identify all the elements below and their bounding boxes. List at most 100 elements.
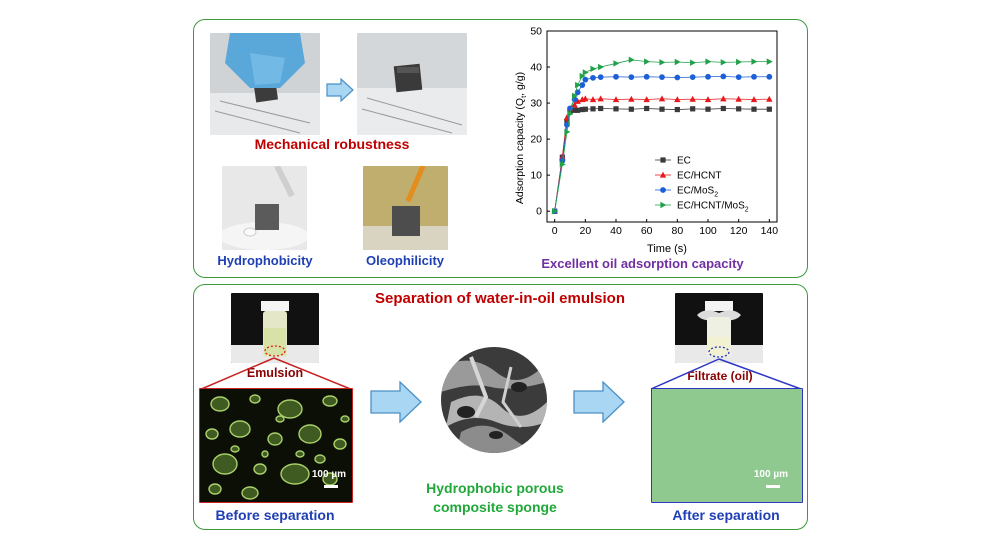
data-point-ec-hcnt-mos2 bbox=[552, 207, 559, 215]
data-point-ec-mos2 bbox=[590, 74, 596, 81]
data-point-ec-mos2 bbox=[751, 73, 757, 80]
x-tick-label: 60 bbox=[641, 225, 653, 237]
sponge-sem-image bbox=[441, 347, 547, 453]
emulsion-droplet bbox=[249, 394, 261, 404]
emulsion-droplet bbox=[229, 420, 251, 438]
right-arrow-icon bbox=[573, 381, 625, 423]
after-micrograph: 100 µm bbox=[651, 388, 803, 503]
data-point-ec bbox=[575, 107, 581, 113]
data-point-ec-hcnt-mos2 bbox=[766, 58, 773, 65]
data-point-ec-hcnt bbox=[628, 95, 635, 102]
plot-frame bbox=[546, 30, 778, 223]
data-point-ec-hcnt-mos2 bbox=[628, 56, 635, 64]
data-point-ec-hcnt-mos2 bbox=[644, 58, 651, 65]
data-point-ec bbox=[628, 106, 634, 112]
legend-label-ec: EC bbox=[677, 156, 691, 167]
sponge-released-photo bbox=[357, 33, 467, 135]
mechanical-robustness-label: Mechanical robustness bbox=[254, 136, 410, 152]
before-micrograph: 100 µm bbox=[199, 388, 353, 503]
emulsion-droplet bbox=[280, 463, 310, 485]
data-point-ec-hcnt-mos2 bbox=[613, 60, 620, 67]
sponge-pressed-photo bbox=[210, 33, 320, 135]
right-arrow-icon bbox=[370, 381, 422, 423]
data-point-ec-mos2 bbox=[628, 74, 635, 81]
emulsion-droplet bbox=[322, 395, 338, 407]
y-tick-label: 10 bbox=[530, 170, 542, 182]
data-point-ec bbox=[674, 106, 680, 113]
data-point-ec-hcnt-mos2 bbox=[564, 128, 571, 136]
data-point-ec bbox=[766, 106, 772, 112]
data-point-ec-hcnt-mos2 bbox=[567, 110, 574, 118]
scale-bar-label-before: 100 µm bbox=[311, 469, 346, 480]
legend-marker-ec-hcnt-mos2 bbox=[660, 201, 667, 209]
data-point-ec-hcnt-mos2 bbox=[572, 92, 578, 100]
y-tick-label: 30 bbox=[530, 98, 542, 110]
emulsion-droplet bbox=[210, 396, 230, 412]
data-point-ec-hcnt-mos2 bbox=[575, 81, 582, 89]
data-point-ec-hcnt-mos2 bbox=[582, 69, 589, 76]
data-point-ec bbox=[590, 106, 596, 112]
data-point-ec bbox=[720, 105, 726, 112]
oleophilicity-photo bbox=[363, 166, 448, 250]
legend-label-ec-hcnt: EC/HCNT bbox=[677, 171, 721, 182]
data-point-ec-hcnt-mos2 bbox=[690, 59, 697, 66]
emulsion-droplet bbox=[212, 453, 238, 475]
x-tick-label: 0 bbox=[552, 225, 558, 237]
x-tick-label: 80 bbox=[671, 225, 683, 237]
oleophilicity-label: Oleophilicity bbox=[365, 253, 444, 268]
data-point-ec-hcnt bbox=[689, 95, 696, 102]
filtrate-vial-photo bbox=[675, 293, 763, 363]
data-point-ec-mos2 bbox=[689, 74, 696, 81]
separation-title: Separation of water-in-oil emulsion bbox=[374, 290, 626, 307]
oil-capacity-label: Excellent oil adsorption capacity bbox=[541, 256, 744, 271]
scale-bar-after bbox=[766, 485, 780, 488]
data-point-ec-hcnt bbox=[571, 101, 578, 108]
data-point-ec-mos2 bbox=[564, 121, 570, 128]
data-point-ec-hcnt bbox=[643, 96, 650, 103]
data-point-ec-hcnt bbox=[735, 95, 742, 102]
x-tick-label: 120 bbox=[730, 225, 748, 237]
data-point-ec-hcnt-mos2 bbox=[579, 72, 586, 80]
data-point-ec-hcnt bbox=[704, 96, 712, 103]
hydrophobicity-photo bbox=[222, 166, 307, 250]
data-point-ec-hcnt bbox=[674, 96, 681, 103]
y-tick-label: 50 bbox=[530, 26, 542, 38]
data-point-ec-mos2 bbox=[579, 82, 586, 88]
sponge-label-line1: Hydrophobic porous bbox=[426, 480, 564, 496]
scale-bar-label-after: 100 µm bbox=[753, 469, 788, 480]
x-tick-label: 140 bbox=[761, 225, 779, 237]
data-point-ec bbox=[564, 118, 570, 124]
data-point-ec-hcnt bbox=[574, 97, 581, 104]
data-point-ec-hcnt-mos2 bbox=[736, 58, 743, 66]
data-point-ec bbox=[690, 106, 696, 112]
emulsion-droplet bbox=[267, 432, 283, 446]
data-point-ec-mos2 bbox=[674, 74, 681, 81]
before-separation-label: Before separation bbox=[215, 507, 335, 523]
data-point-ec bbox=[582, 106, 588, 112]
data-point-ec bbox=[613, 106, 619, 112]
data-point-ec-hcnt bbox=[563, 114, 571, 121]
data-point-ec-mos2 bbox=[643, 73, 650, 80]
zoom-lines-before bbox=[198, 357, 354, 391]
legend-label-ec-mos2: EC/MoS2 bbox=[677, 186, 718, 199]
data-point-ec-mos2 bbox=[582, 76, 589, 83]
sponge-label-line2: composite sponge bbox=[433, 499, 557, 515]
emulsion-droplet bbox=[333, 438, 347, 450]
data-point-ec-hcnt bbox=[720, 95, 727, 102]
y-tick-label: 20 bbox=[530, 134, 542, 146]
data-point-ec-mos2 bbox=[705, 73, 711, 80]
hydrophobicity-label: Hydrophobicity bbox=[217, 253, 313, 268]
zoom-lines-after bbox=[650, 358, 802, 390]
data-point-ec-mos2 bbox=[597, 74, 604, 81]
after-separation-label: After separation bbox=[672, 507, 780, 523]
emulsion-droplet bbox=[241, 486, 259, 500]
x-axis-title: Time (s) bbox=[647, 243, 687, 255]
legend-label-ec-hcnt-mos2: EC/HCNT/MoS2 bbox=[677, 201, 749, 214]
emulsion-droplet bbox=[275, 415, 285, 423]
emulsion-droplet bbox=[205, 428, 219, 440]
data-point-ec bbox=[598, 105, 604, 112]
data-point-ec-hcnt bbox=[582, 95, 589, 102]
x-tick-label: 40 bbox=[610, 225, 622, 237]
scale-bar-before bbox=[324, 485, 338, 488]
